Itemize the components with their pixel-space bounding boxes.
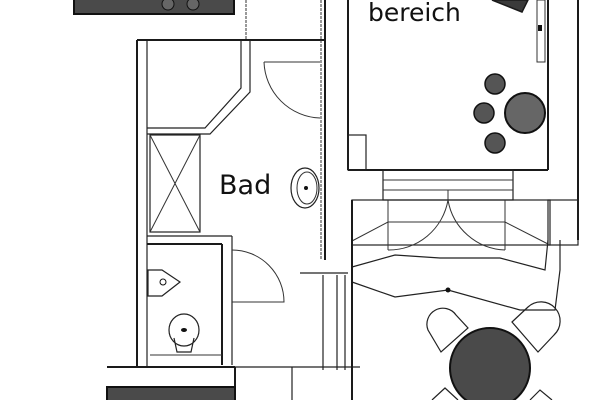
door-swing [263,61,321,119]
closet-partition [147,40,251,135]
plants [473,73,546,154]
toilet [168,313,200,353]
bathroom-walls [136,0,326,367]
bed [351,199,579,311]
room-label-bathroom: Bad [219,170,272,201]
small-washbasin [147,269,182,297]
dining-table [426,301,561,400]
shower [147,134,232,237]
steps [382,169,514,201]
kitchen-counter [73,0,235,15]
bottom-counter [106,386,236,400]
room-label-area: bereich [368,0,461,27]
washbasin [290,167,320,209]
wc-compartment [147,236,285,365]
